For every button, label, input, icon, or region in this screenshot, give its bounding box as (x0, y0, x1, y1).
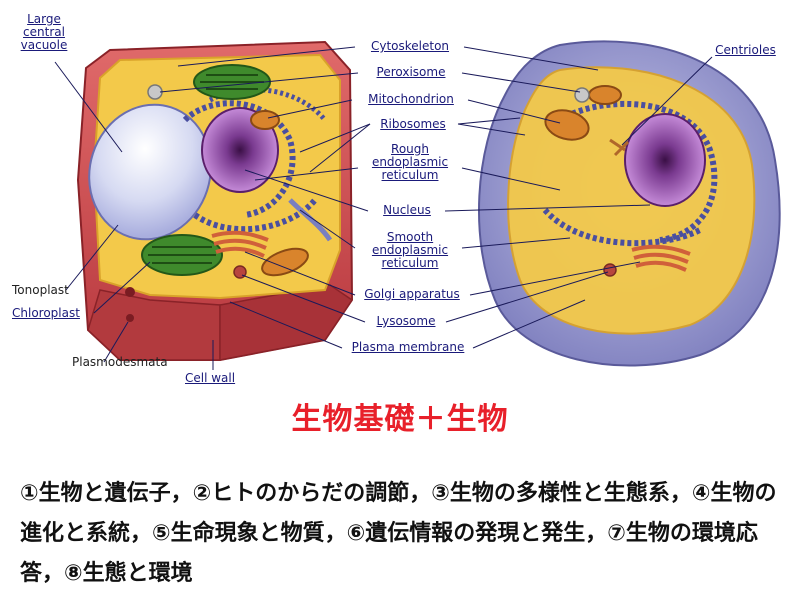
topic-list: ①生物と遺伝子，②ヒトのからだの調節，③生物の多様性と生態系，④生物の進化と系統… (20, 481, 777, 586)
chloroplast-top (193, 64, 271, 100)
animal-cytoplasm (507, 66, 756, 335)
label-large-central-vacuole: Large central vacuole (20, 12, 68, 52)
plant-smooth-er (288, 198, 333, 242)
label-nucleus: Nucleus (383, 203, 431, 217)
plant-cell (76, 40, 354, 361)
central-vacuole-shape (88, 103, 212, 241)
label-peroxisome: Peroxisome (376, 65, 446, 79)
animal-peroxisome (574, 87, 590, 103)
animal-rough-er (558, 100, 718, 243)
label-plasma-membrane: Plasma membrane (351, 340, 465, 354)
label-cell-wall: Cell wall (185, 371, 236, 385)
page-title: 生物基礎＋生物 (291, 402, 509, 437)
plant-peroxisome (147, 84, 163, 100)
label-ribosomes: Ribosomes (380, 117, 446, 131)
label-lysosome: Lysosome (376, 314, 436, 328)
label-mitochondrion: Mitochondrion (368, 92, 454, 106)
label-centrioles: Centrioles (715, 43, 776, 57)
plasmodesma-pore (125, 287, 135, 297)
label-tonoplast: Tonoplast (12, 283, 69, 297)
animal-nucleus-shape (624, 113, 706, 207)
label-golgi-apparatus: Golgi apparatus (364, 287, 460, 301)
label-chloroplast: Chloroplast (12, 306, 80, 320)
chloroplast-bottom (141, 234, 223, 276)
plant-rough-er (182, 100, 296, 218)
centriole-shape (609, 138, 630, 157)
animal-cell (478, 40, 781, 367)
label-rough-er: Rough endoplasmic reticulum (371, 142, 449, 182)
label-smooth-er: Smooth endoplasmic reticulum (371, 230, 449, 270)
leader-lines (54, 46, 713, 370)
plant-golgi (211, 230, 269, 258)
animal-lysosome (603, 263, 617, 277)
plasmodesma-pore (126, 314, 134, 322)
animal-golgi (631, 244, 691, 272)
label-plasmodesmata: Plasmodesmata (72, 355, 168, 369)
plant-mitochondrion (261, 247, 309, 277)
label-cytoskeleton: Cytoskeleton (370, 39, 450, 53)
